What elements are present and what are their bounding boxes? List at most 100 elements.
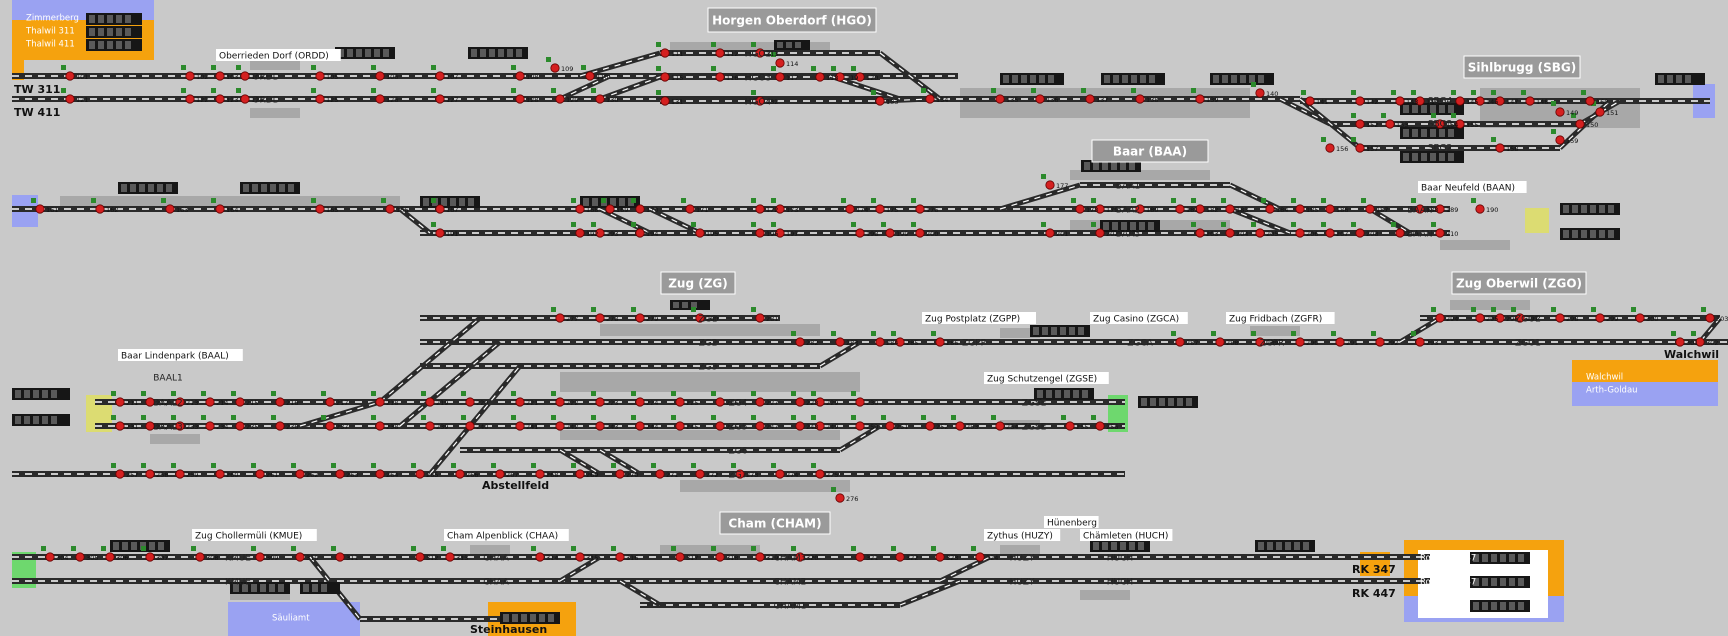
signal-110[interactable]	[585, 71, 595, 81]
signal-164[interactable]	[215, 204, 225, 214]
signal-186[interactable]	[1325, 204, 1335, 214]
signal-280[interactable]	[695, 313, 705, 323]
signal-129[interactable]	[555, 94, 565, 104]
signal-305[interactable]	[75, 552, 85, 562]
signal-142[interactable]	[1355, 96, 1365, 106]
signal-317[interactable]	[675, 552, 685, 562]
signal-102[interactable]	[185, 71, 195, 81]
signal-257[interactable]	[115, 469, 125, 479]
signal-178[interactable]	[1075, 204, 1085, 214]
signal-179[interactable]	[1095, 204, 1105, 214]
signal-145[interactable]	[1455, 96, 1465, 106]
signal-197[interactable]	[775, 228, 785, 238]
signal-256[interactable]	[1095, 421, 1105, 431]
signal-312[interactable]	[415, 552, 425, 562]
signal-154[interactable]	[1435, 119, 1445, 129]
signal-265[interactable]	[415, 469, 425, 479]
signal-175[interactable]	[875, 204, 885, 214]
signal-233[interactable]	[175, 421, 185, 431]
signal-135[interactable]	[995, 94, 1005, 104]
signal-166[interactable]	[385, 204, 395, 214]
panel-item[interactable]: Rotkreuz 347	[1420, 554, 1476, 564]
signal-205[interactable]	[1255, 228, 1265, 238]
signal-320[interactable]	[795, 552, 805, 562]
signal-292[interactable]	[1375, 337, 1385, 347]
panel-item[interactable]: Thalwil 311	[25, 27, 75, 37]
signal-190[interactable]	[1475, 204, 1485, 214]
signal-192[interactable]	[575, 228, 585, 238]
signal-289[interactable]	[1255, 337, 1265, 347]
signal-136[interactable]	[1035, 94, 1045, 104]
signal-185[interactable]	[1295, 204, 1305, 214]
signal-188[interactable]	[1415, 204, 1425, 214]
signal-297[interactable]	[1515, 313, 1525, 323]
signal-199[interactable]	[885, 228, 895, 238]
signal-260[interactable]	[215, 469, 225, 479]
signal-170[interactable]	[635, 204, 645, 214]
signal-259[interactable]	[175, 469, 185, 479]
signal-323[interactable]	[935, 552, 945, 562]
signal-302[interactable]	[1695, 337, 1705, 347]
signal-130[interactable]	[595, 94, 605, 104]
signal-279[interactable]	[635, 313, 645, 323]
signal-321[interactable]	[855, 552, 865, 562]
signal-287[interactable]	[1175, 337, 1185, 347]
signal-266[interactable]	[455, 469, 465, 479]
signal-248[interactable]	[795, 421, 805, 431]
signal-144[interactable]	[1415, 96, 1425, 106]
signal-235[interactable]	[235, 421, 245, 431]
signal-118[interactable]	[815, 72, 825, 82]
signal-232[interactable]	[145, 421, 155, 431]
signal-198[interactable]	[855, 228, 865, 238]
signal-107[interactable]	[435, 71, 445, 81]
signal-264[interactable]	[375, 469, 385, 479]
signal-174[interactable]	[845, 204, 855, 214]
signal-225[interactable]	[675, 397, 685, 407]
panel-item[interactable]: Arth-Goldau	[1586, 386, 1638, 396]
signal-290[interactable]	[1295, 337, 1305, 347]
signal-143[interactable]	[1395, 96, 1405, 106]
signal-294[interactable]	[1435, 313, 1445, 323]
signal-176[interactable]	[915, 204, 925, 214]
signal-258[interactable]	[145, 469, 155, 479]
signal-201[interactable]	[1045, 228, 1055, 238]
signal-120[interactable]	[855, 72, 865, 82]
signal-215[interactable]	[235, 397, 245, 407]
signal-104[interactable]	[240, 71, 250, 81]
signal-241[interactable]	[515, 421, 525, 431]
signal-236[interactable]	[275, 421, 285, 431]
signal-315[interactable]	[575, 552, 585, 562]
signal-249[interactable]	[815, 421, 825, 431]
signal-223[interactable]	[595, 397, 605, 407]
signal-122[interactable]	[185, 94, 195, 104]
signal-276[interactable]	[835, 493, 845, 503]
signal-220[interactable]	[465, 397, 475, 407]
signal-231[interactable]	[115, 421, 125, 431]
signal-251[interactable]	[885, 421, 895, 431]
signal-173[interactable]	[775, 204, 785, 214]
signal-313[interactable]	[445, 552, 455, 562]
signal-172[interactable]	[755, 204, 765, 214]
signal-212[interactable]	[145, 397, 155, 407]
signal-252[interactable]	[925, 421, 935, 431]
signal-184[interactable]	[1265, 204, 1275, 214]
signal-149[interactable]	[1555, 107, 1565, 117]
signal-114[interactable]	[775, 58, 785, 68]
signal-224[interactable]	[635, 397, 645, 407]
signal-128[interactable]	[515, 94, 525, 104]
signal-217[interactable]	[325, 397, 335, 407]
signal-193[interactable]	[595, 228, 605, 238]
signal-299[interactable]	[1595, 313, 1605, 323]
signal-322[interactable]	[895, 552, 905, 562]
signal-132[interactable]	[755, 96, 765, 106]
signal-278[interactable]	[595, 313, 605, 323]
signal-191[interactable]	[435, 228, 445, 238]
signal-157[interactable]	[1355, 143, 1365, 153]
signal-306[interactable]	[105, 552, 115, 562]
signal-148[interactable]	[1525, 96, 1535, 106]
signal-155[interactable]	[1455, 119, 1465, 129]
signal-216[interactable]	[275, 397, 285, 407]
signal-206[interactable]	[1295, 228, 1305, 238]
signal-286[interactable]	[935, 337, 945, 347]
signal-275[interactable]	[815, 469, 825, 479]
